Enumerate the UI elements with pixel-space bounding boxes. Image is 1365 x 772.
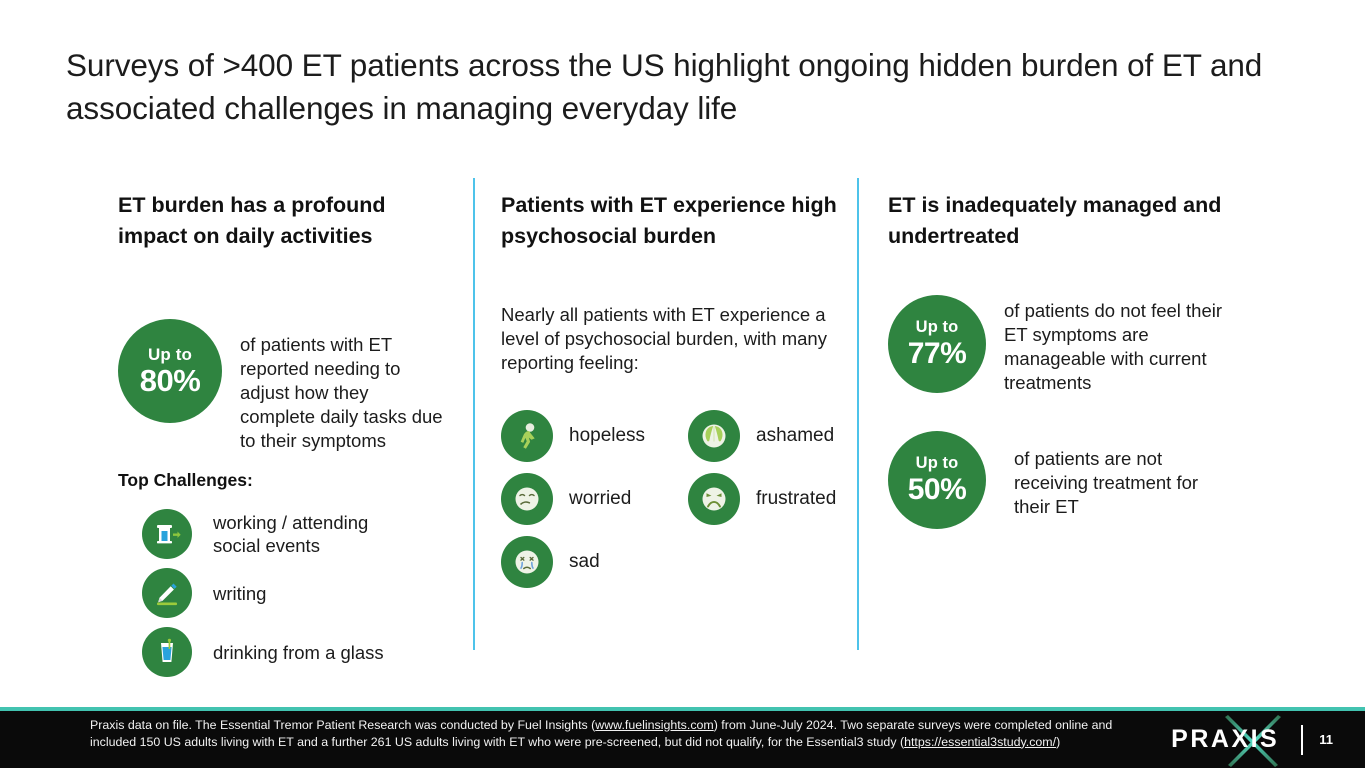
challenge-item: writing <box>142 568 448 618</box>
fuelinsights-link[interactable]: www.fuelinsights.com <box>595 718 714 732</box>
stat-circle-80: Up to 80% <box>118 319 222 423</box>
challenge-label: drinking from a glass <box>213 641 384 663</box>
psychosocial-body-text: Nearly all patients with ET experience a… <box>501 304 827 373</box>
challenge-label: writing <box>213 582 267 604</box>
footnote-part-1: Praxis data on file. The Essential Tremo… <box>90 718 596 732</box>
stat-50-description: of patients are not receiving treatment … <box>1014 448 1199 517</box>
face-covered-by-hands-icon <box>688 410 740 462</box>
challenge-label: working / attending social events <box>213 512 369 556</box>
stat-circle-50: Up to 50% <box>888 431 986 529</box>
column-1-heading: ET burden has a profound impact on daily… <box>118 193 386 248</box>
emotion-item: sad <box>501 536 645 588</box>
footer-accent-line <box>0 707 1365 711</box>
stat-77-percent: Up to 77% of patients do not feel their … <box>888 295 1228 395</box>
stat-value-80: 80% <box>139 363 201 398</box>
worried-face-icon <box>501 473 553 525</box>
challenge-item: working / attending social events <box>142 509 448 559</box>
emotion-item: ashamed <box>688 410 836 462</box>
footnote-text: Praxis data on file. The Essential Tremo… <box>90 717 1150 750</box>
brand-divider <box>1301 724 1304 755</box>
stat-50-percent: Up to 50% of patients are not receiving … <box>888 431 1228 529</box>
pencil-icon <box>142 568 192 618</box>
emotion-label: ashamed <box>756 425 835 446</box>
stat-upto-label: Up to <box>915 318 959 336</box>
brand-area: PRAXIS <box>1171 711 1351 768</box>
emotion-item: worried <box>501 473 645 525</box>
emotion-item: frustrated <box>688 473 836 525</box>
stat-77-description: of patients do not feel their ET symptom… <box>1004 300 1223 393</box>
praxis-wordmark: PRAXIS <box>1171 725 1280 753</box>
crying-face-icon <box>501 536 553 588</box>
exit-door-icon <box>142 509 192 559</box>
column-2-heading: Patients with ET experience high psychos… <box>501 193 837 248</box>
drinking-glass-icon <box>142 627 192 677</box>
column-inadequately-managed: ET is inadequately managed and undertrea… <box>888 190 1228 529</box>
stat-circle-77: Up to 77% <box>888 295 986 393</box>
column-daily-activities: ET burden has a profound impact on daily… <box>118 190 448 677</box>
page-title: Surveys of >400 ET patients across the U… <box>66 47 1263 126</box>
column-3-heading: ET is inadequately managed and undertrea… <box>888 193 1222 248</box>
praxis-x-mark-icon <box>1225 713 1282 772</box>
essential3study-link[interactable]: https://essential3study.com/ <box>904 734 1057 749</box>
emotion-label: worried <box>569 488 632 509</box>
stat-80-description: of patients with ET reported needing to … <box>240 334 443 451</box>
page-number: 11 <box>1319 732 1333 747</box>
top-challenges-heading: Top Challenges: <box>118 470 253 490</box>
stat-80-percent: Up to 80% of patients with ET reported n… <box>118 319 448 453</box>
column-psychosocial-burden: Patients with ET experience high psychos… <box>501 190 846 590</box>
stat-upto-label: Up to <box>148 345 192 364</box>
emotion-item: hopeless <box>501 410 645 462</box>
stat-value-50: 50% <box>907 473 967 506</box>
column-divider-1 <box>473 178 475 650</box>
slumped-walking-person-icon <box>501 410 553 462</box>
emotions-group: hopeless worried <box>501 410 846 590</box>
emotion-label: hopeless <box>569 425 646 446</box>
stat-upto-label: Up to <box>915 454 959 472</box>
footnote-part-2: ) from June-July 2024. Two separate surv… <box>90 718 1113 749</box>
frustrated-face-icon <box>688 473 740 525</box>
emotion-label: sad <box>569 551 600 572</box>
footnote-part-3: ) <box>1056 734 1061 749</box>
praxis-logo: PRAXIS <box>1171 714 1282 767</box>
challenge-item: drinking from a glass <box>142 627 448 677</box>
column-divider-2 <box>857 178 859 650</box>
footer-bar: Praxis data on file. The Essential Tremo… <box>0 711 1365 768</box>
emotion-label: frustrated <box>756 488 837 509</box>
stat-value-77: 77% <box>907 337 967 370</box>
